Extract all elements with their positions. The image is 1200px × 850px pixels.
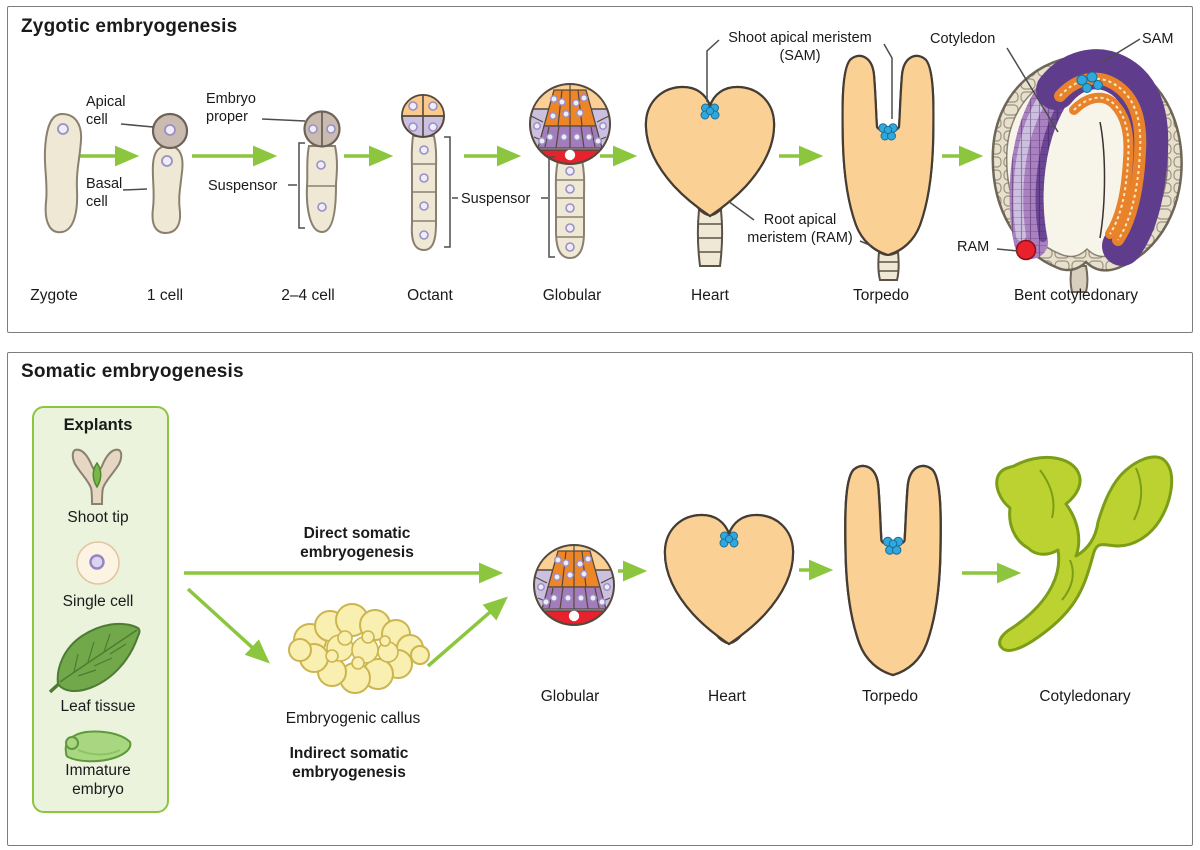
stage-label-heart: Heart (691, 287, 729, 304)
suspensor-label-a: Suspensor (208, 178, 278, 194)
direct-somatic-label: Direct somatic embryogenesis (300, 525, 414, 561)
explants-title: Explants (63, 416, 133, 434)
stage-label-1-cell: 1 cell (146, 287, 184, 304)
explant-label-leaf-tissue: Leaf tissue (60, 698, 136, 715)
stage-label-octant: Octant (407, 287, 453, 304)
cotyledon-label: Cotyledon (930, 31, 996, 47)
somatic-panel: Somatic embryogenesis (7, 352, 1193, 846)
basal-cell-label: Basal cell (86, 176, 123, 210)
stage-label-globular: Globular (542, 287, 602, 304)
stage-label-torpedo: Torpedo (852, 287, 910, 304)
shoot-apical-meristem-label: Shoot apical meristem (SAM) (728, 30, 872, 64)
stage-label-somatic-torpedo: Torpedo (861, 688, 919, 705)
embryo-proper-label: Embryo proper (206, 91, 256, 125)
root-apical-meristem-label: Root apical meristem (RAM) (747, 212, 853, 246)
explant-label-single-cell: Single cell (62, 593, 134, 610)
indirect-somatic-label: Indirect somatic embryogenesis (289, 745, 409, 781)
stage-label-somatic-heart: Heart (708, 688, 746, 705)
stage-label-somatic-cotyledonary: Cotyledonary (1039, 688, 1131, 705)
embryogenic-callus-label: Embryogenic callus (285, 710, 421, 727)
zygotic-panel-title: Zygotic embryogenesis (21, 16, 238, 37)
somatic-panel-title: Somatic embryogenesis (21, 361, 244, 382)
suspensor-label-b: Suspensor (461, 191, 531, 207)
stage-label-somatic-globular: Globular (540, 688, 600, 705)
stage-label-zygote: Zygote (30, 287, 78, 304)
ram-label: RAM (957, 239, 990, 255)
zygotic-panel: Zygotic embryogenesis (7, 6, 1193, 333)
explant-label-shoot-tip: Shoot tip (67, 509, 129, 526)
stage-label-bent-cotyledonary: Bent cotyledonary (1013, 287, 1139, 304)
stage-label-2-4-cell: 2–4 cell (281, 287, 335, 304)
sam-label: SAM (1142, 31, 1174, 47)
apical-cell-label: Apical cell (86, 94, 126, 128)
explant-label-immature-embryo: Immature embryo (65, 762, 131, 798)
